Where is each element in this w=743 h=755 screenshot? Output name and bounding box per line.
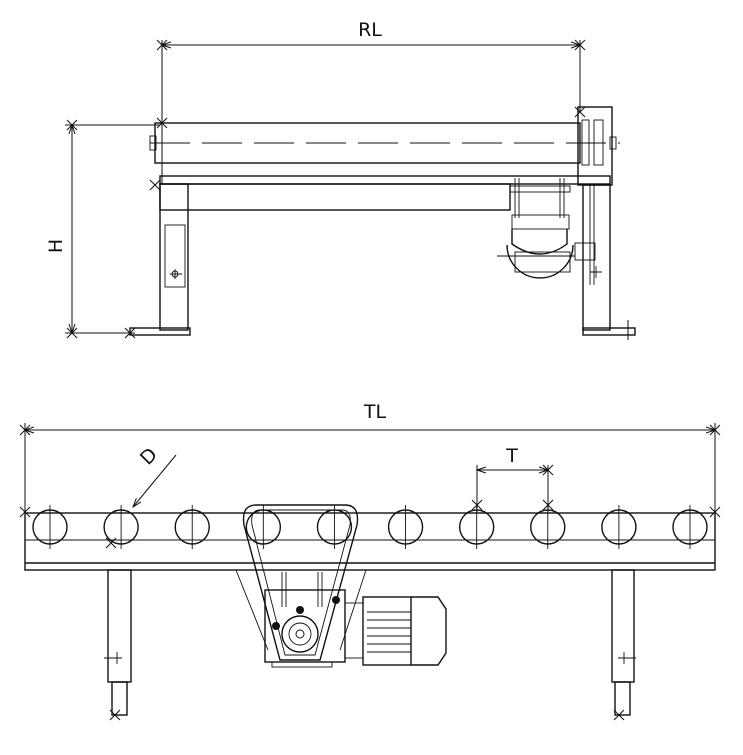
roller: [103, 505, 139, 549]
rl-label: RL: [358, 19, 382, 41]
t-label: T: [505, 445, 518, 467]
side-frame: [149, 175, 611, 211]
gearbox: [264, 572, 346, 668]
left-leg: [129, 183, 191, 336]
side-gear-motor: [497, 178, 575, 279]
tl-label: TL: [363, 401, 387, 423]
rollers: [25, 505, 715, 549]
roller: [32, 505, 68, 549]
d-dimension: D: [105, 444, 177, 549]
tl-dimension: TL: [19, 401, 721, 520]
side-view: RL H: [45, 19, 636, 340]
roller-tube: [149, 122, 620, 164]
roller: [387, 505, 424, 549]
h-dimension: H: [45, 119, 160, 339]
t-dimension: T: [471, 445, 554, 512]
chain-guard: [577, 106, 617, 186]
roller: [174, 505, 210, 549]
roller: [316, 505, 353, 549]
roller: [601, 505, 637, 549]
rl-dimension: RL: [156, 19, 586, 185]
left-leg-top: [104, 569, 132, 721]
electric-motor: [344, 596, 447, 666]
drive-chain: [233, 504, 370, 661]
right-leg: [574, 184, 636, 340]
roller: [672, 505, 708, 549]
d-label: D: [136, 444, 162, 470]
frame-rails: [24, 512, 716, 571]
top-view: TL D T: [19, 401, 721, 721]
right-leg-top: [611, 569, 636, 721]
h-label: H: [45, 239, 67, 253]
roller: [245, 505, 282, 549]
